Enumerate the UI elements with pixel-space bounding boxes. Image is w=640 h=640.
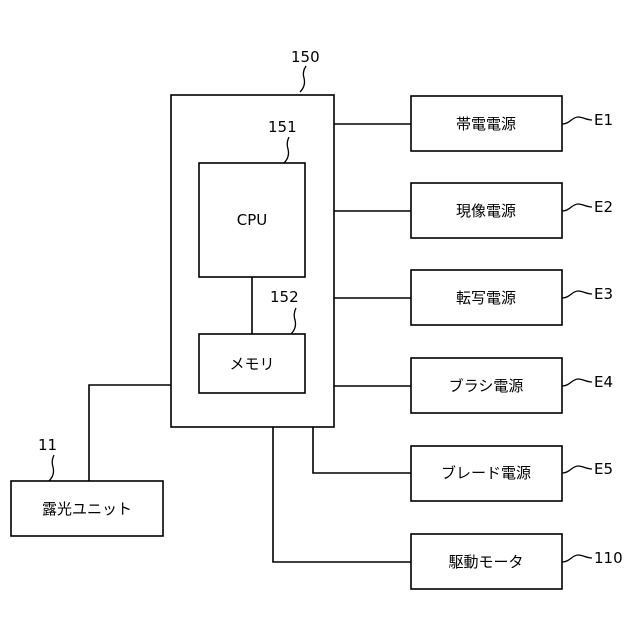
- drive-motor-ref-label: 110: [594, 549, 623, 567]
- blade-power-wire: [313, 427, 411, 473]
- drive-motor-label: 駆動モータ: [448, 553, 523, 571]
- charging-power-ref-label: E1: [594, 111, 613, 129]
- controller-ref-leader: [300, 66, 306, 92]
- blade-power-ref-leader: [562, 466, 592, 473]
- cpu-label: CPU: [237, 211, 268, 229]
- transfer-power-label: 転写電源: [456, 289, 516, 307]
- brush-power-ref-label: E4: [594, 373, 613, 391]
- memory-ref-label: 152: [270, 288, 299, 306]
- charging-power-ref-leader: [562, 117, 592, 124]
- drive-motor-wire: [273, 427, 411, 562]
- blade-power-label: ブレード電源: [441, 464, 531, 482]
- brush-power-ref-leader: [562, 379, 592, 386]
- charging-power-label: 帯電電源: [456, 115, 516, 133]
- exposure-unit-wire: [89, 385, 171, 481]
- controller-ref-label: 150: [291, 48, 320, 66]
- blade-power-ref-label: E5: [594, 460, 613, 478]
- drive-motor-ref-leader: [562, 555, 592, 562]
- exposure-unit-ref-label: 11: [38, 436, 57, 454]
- exposure-unit-ref-leader: [49, 455, 54, 481]
- exposure-unit-label: 露光ユニット: [42, 500, 132, 518]
- developing-power-ref-label: E2: [594, 198, 613, 216]
- developing-power-ref-leader: [562, 204, 592, 211]
- developing-power-label: 現像電源: [456, 202, 516, 220]
- brush-power-label: ブラシ電源: [449, 377, 524, 395]
- transfer-power-ref-leader: [562, 291, 592, 298]
- transfer-power-ref-label: E3: [594, 285, 613, 303]
- cpu-ref-label: 151: [268, 118, 297, 136]
- memory-label: メモリ: [229, 355, 274, 373]
